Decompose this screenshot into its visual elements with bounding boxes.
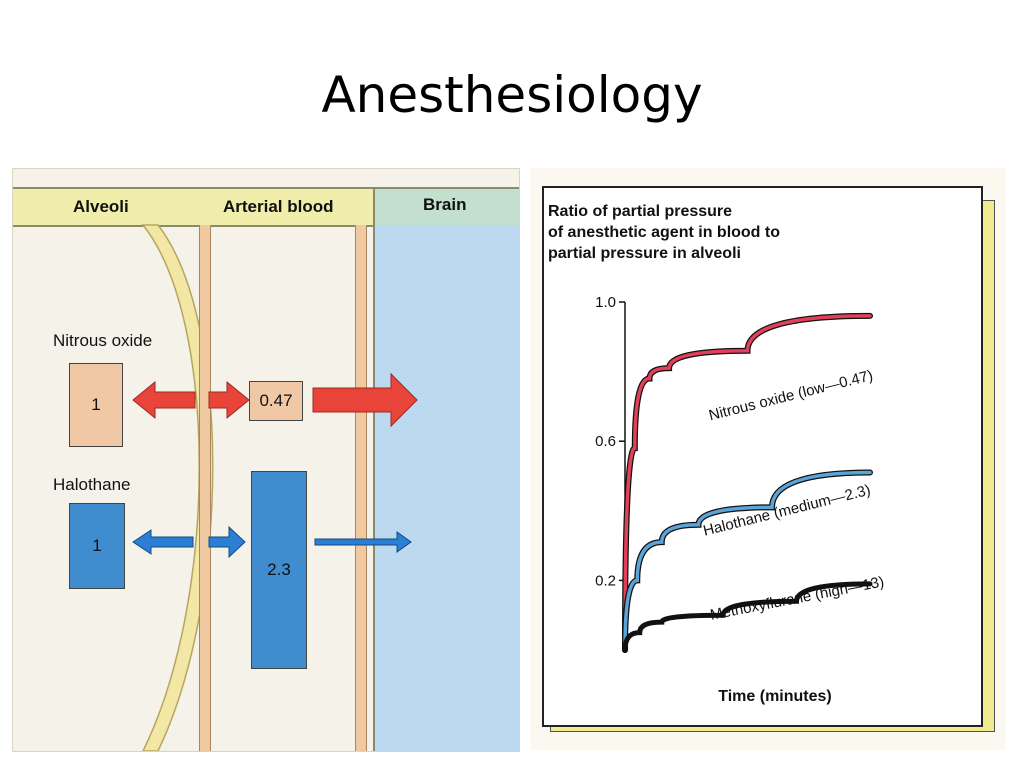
brain-region	[373, 225, 519, 751]
capillary-wall-left	[199, 225, 211, 751]
chart-title-line: of anesthetic agent in blood to	[548, 224, 780, 241]
diagram-header: Alveoli Arterial blood Brain	[13, 187, 519, 227]
n2o-alveoli-box: 1	[69, 363, 123, 447]
n2o-arrow-brain	[312, 372, 418, 428]
y-tick-label: 1.0	[595, 294, 616, 311]
y-tick-label: 0.6	[595, 433, 616, 450]
diffusion-arrows	[132, 372, 418, 559]
chart-title-line: partial pressure in alveoli	[548, 245, 741, 262]
pressure-ratio-chart-panel: Ratio of partial pressure of anesthetic …	[530, 168, 1006, 750]
methoxyflurane-line	[622, 581, 873, 653]
halothane-arrow-brain	[314, 531, 412, 553]
chart-title-line: Ratio of partial pressure	[548, 203, 733, 220]
chart-title: Ratio of partial pressure of anesthetic …	[548, 201, 808, 264]
n2o-arrow-right-head	[208, 380, 250, 420]
brain-label: Brain	[423, 195, 467, 214]
brain-header-region	[373, 189, 519, 225]
capillary-wall-right	[355, 225, 367, 751]
halothane-arrow-left	[132, 529, 194, 555]
series-label: Methoxyflurane (high—13)	[709, 573, 886, 623]
slide-title: Anesthesiology	[321, 66, 703, 124]
series-label: Nitrous oxide (low—0.47)	[707, 367, 875, 424]
halothane-alveoli-box: 1	[69, 503, 125, 589]
chart-sheet	[542, 186, 983, 727]
alveoli-label: Alveoli	[73, 197, 129, 216]
halothane-arrow-right	[208, 525, 246, 559]
partial-pressure-diagram: Alveoli Arterial blood Brain Nitrous oxi…	[12, 168, 520, 752]
n2o-blood-box: 0.47	[249, 381, 303, 421]
x-axis-label: Time (minutes)	[718, 688, 832, 705]
halothane-blood-box: 2.3	[251, 471, 307, 669]
halothane-line	[623, 470, 872, 652]
y-tick-label: 0.2	[595, 572, 616, 589]
nitrous-oxide-line	[623, 314, 872, 652]
arterial-blood-label: Arterial blood	[223, 197, 334, 216]
nitrous-oxide-label: Nitrous oxide	[53, 331, 153, 350]
halothane-label: Halothane	[53, 475, 131, 494]
n2o-arrow-left-head	[132, 380, 196, 420]
